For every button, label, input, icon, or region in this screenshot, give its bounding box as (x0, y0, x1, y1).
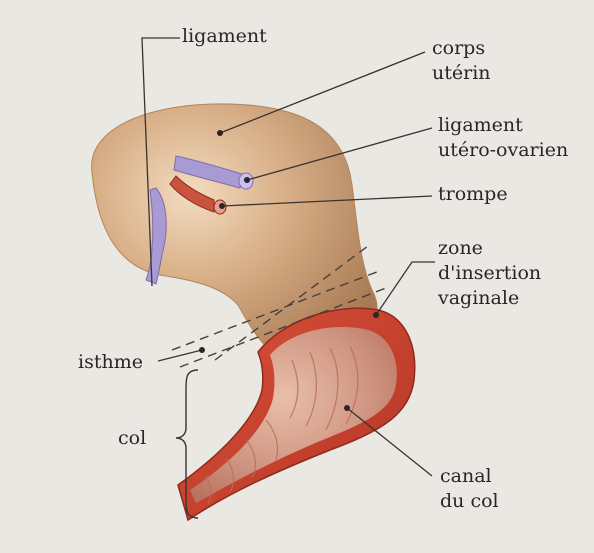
label-zone-insertion-vaginale: zone d'insertion vaginale (438, 236, 541, 311)
leader-isthme (158, 350, 202, 361)
label-corps-uterin: corps utérin (432, 36, 491, 86)
leader-zone-insertion (376, 262, 435, 315)
label-ligament: ligament (182, 24, 267, 49)
label-col: col (118, 426, 146, 451)
label-trompe: trompe (438, 182, 508, 207)
cervical-canal-interior (190, 327, 397, 503)
label-isthme: isthme (78, 350, 143, 375)
label-ligament-utero-ovarien: ligament utéro-ovarien (438, 113, 568, 163)
leader-corps-uterin (220, 52, 425, 133)
label-canal-du-col: canal du col (440, 464, 499, 514)
